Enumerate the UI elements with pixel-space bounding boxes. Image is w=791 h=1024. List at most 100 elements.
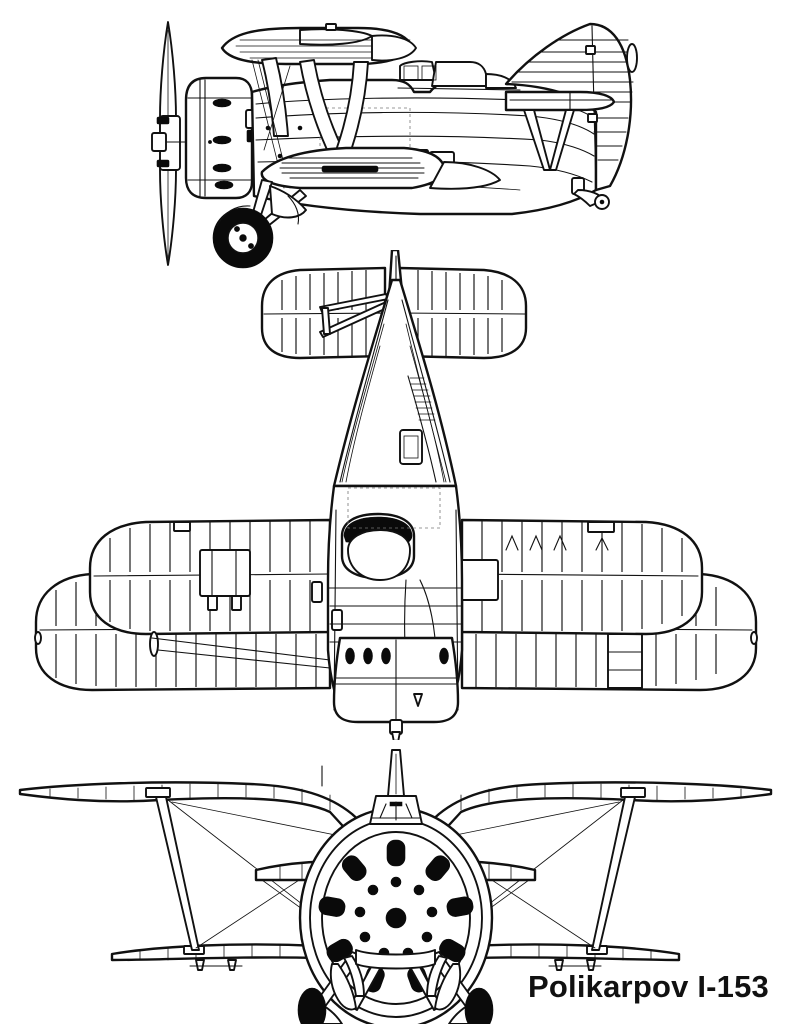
horizontal-stabilizer-side: [504, 90, 616, 112]
cockpit-frame-2: [421, 65, 437, 81]
cowl-fastener: [208, 140, 212, 144]
chevron: [529, 534, 543, 551]
fuselage-hatch-left: [331, 609, 343, 631]
spinner-boss: [151, 132, 167, 152]
interplane-strut-port: [155, 796, 200, 951]
upper-wing-panels-port: [199, 549, 323, 611]
cylinder: [386, 839, 406, 867]
rear-hatch-plan: [399, 429, 423, 465]
wing-inspection-hatch: [311, 581, 323, 603]
fuselage-underside-front: [355, 949, 436, 970]
tail-strut-v2: [549, 109, 575, 171]
rear-hatch-inner: [403, 435, 419, 459]
side-lower-wing-group: [260, 146, 501, 190]
side-engine-cowling: [184, 76, 257, 200]
fuselage-spine-right: [401, 299, 451, 483]
exhaust-plan-1: [345, 647, 355, 665]
coaming-line: [397, 87, 521, 91]
pushrod: [421, 931, 433, 943]
chevron: [595, 536, 609, 551]
handhold-line-2: [157, 649, 331, 669]
gear-strut-detail: [287, 195, 300, 225]
prop-hub-arms: [379, 801, 413, 821]
side-propeller-group: [151, 21, 197, 266]
pushrod: [390, 876, 402, 888]
gear-fairing-inner-stbd: [426, 955, 448, 997]
front-elevation-view: [18, 749, 773, 1024]
upper-wing-fitting-port: [173, 521, 191, 532]
gun-muzzle-1: [207, 595, 218, 611]
wheel-hub-cap: [239, 234, 247, 242]
upper-wing-fitting: [325, 23, 337, 31]
lower-wing-trailing-edge: [429, 161, 501, 190]
wheel-arc-highlight: [216, 205, 251, 227]
chevron: [553, 534, 567, 551]
exhaust-port-4: [214, 180, 234, 190]
upper-wing-strut-fitting-stbd: [620, 787, 646, 798]
cockpit-coaming: [431, 61, 487, 87]
interplane-strut-starboard: [591, 796, 636, 951]
cylinder: [318, 896, 346, 917]
wheel-spat-port: [329, 963, 357, 1011]
rudder-hinge-fitting-2: [587, 113, 598, 123]
upper-wing-spar-stbd: [461, 573, 699, 577]
pitot-tube: [149, 631, 159, 657]
engine-hub-boss: [385, 907, 407, 929]
wheel-hub-bolt-1: [234, 226, 240, 232]
side-cockpit-group: [397, 60, 521, 91]
handhold-line: [151, 637, 331, 661]
cowl-vane: [413, 693, 423, 707]
upper-wing-trailing-edge: [371, 34, 417, 62]
front-propeller-group: [369, 749, 423, 825]
hub-collar-top: [156, 116, 170, 125]
side-strut-group: [251, 57, 369, 189]
tailwheel-hub: [599, 199, 605, 205]
underwing-rack-port-2: [227, 959, 237, 971]
underwing-rack-stbd-2: [554, 959, 564, 971]
fuselage-panel-r2: [409, 345, 445, 483]
fuselage-panel-l2: [345, 345, 381, 483]
side-landing-gear-group: [212, 179, 307, 269]
side-tail-group: [504, 22, 638, 210]
wingtip-light-port: [34, 631, 42, 645]
fuselage-fastener-2: [297, 125, 303, 131]
front-landing-gear-group: [297, 949, 494, 1024]
side-upper-wing-group: [220, 23, 417, 66]
upper-wing-fitting-stbd: [587, 521, 615, 533]
cockpit-frame-1: [403, 65, 419, 81]
chevron: [505, 534, 519, 551]
pushrod: [426, 906, 438, 918]
fuselage-spine-left: [339, 299, 389, 483]
exhaust-port-3: [212, 163, 232, 173]
lower-wing-aileron-panel: [607, 633, 643, 689]
tailplane-bracing-wire-3: [321, 307, 331, 335]
pilot-headrest: [347, 529, 411, 581]
gun-muzzle-2: [231, 595, 242, 611]
wheel-hub-bolt-2: [248, 243, 254, 249]
gear-fairing-inner-port: [343, 955, 365, 997]
fuselage-shading-band: [407, 375, 437, 483]
exhaust-plan-2: [363, 647, 373, 665]
main-wheel-front-stbd: [464, 987, 494, 1024]
exhaust-plan-4: [439, 647, 449, 665]
hub-collar-bottom: [156, 159, 170, 168]
tailplane-group: [260, 266, 528, 360]
pushrod: [367, 884, 379, 896]
wingtip-light-stbd: [750, 631, 758, 645]
pushrod: [359, 931, 371, 943]
side-profile-view: [151, 21, 638, 269]
exhaust-port-2: [212, 135, 232, 145]
fuselage-panel-l1: [341, 323, 385, 483]
upper-wing-front-port: [18, 781, 374, 838]
exhaust-plan-3: [381, 647, 391, 665]
cylinder: [425, 855, 451, 881]
main-wheel-front-port: [297, 987, 327, 1024]
bracing-wire-3: [263, 65, 291, 151]
gun-bay-panel: [199, 549, 251, 597]
drawing-caption: Polikarpov I-153: [528, 969, 769, 1004]
wheel-spat-stbd: [434, 963, 462, 1011]
cylinder: [446, 896, 474, 917]
exhaust-port-1: [212, 98, 232, 108]
stringer-3: [255, 135, 595, 157]
cylinder: [341, 855, 367, 881]
